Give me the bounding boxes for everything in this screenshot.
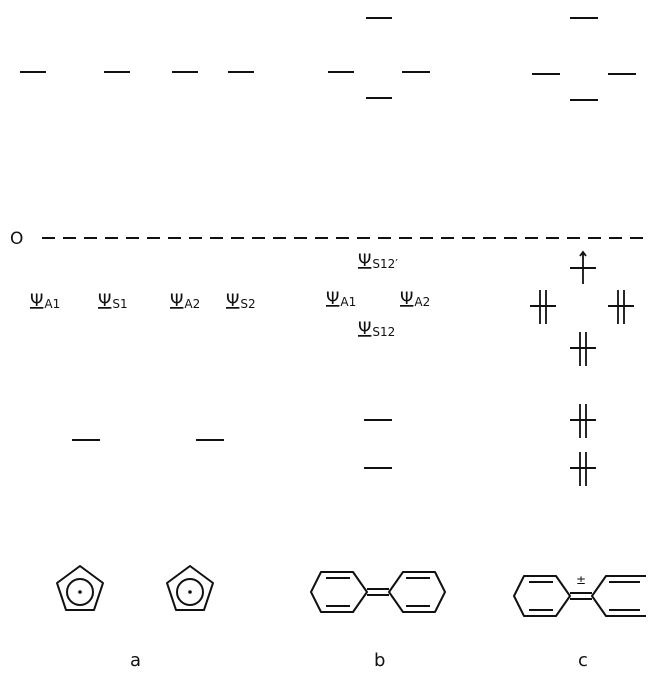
level-c-left-pair: [530, 290, 556, 324]
label-psi-s12: ΨS12: [358, 319, 395, 339]
radical-dot: [188, 590, 192, 594]
column-a-orbital-labels: ΨA1 ΨS1 ΨA2 ΨS2: [30, 291, 256, 311]
column-label-b: b: [374, 650, 385, 671]
cyclopentadienyl-ring-right: [166, 565, 214, 611]
cyclopentadienyl-ring-left: [56, 565, 104, 611]
column-c-occupied-levels: [530, 250, 634, 366]
radical-dot: [78, 590, 82, 594]
column-label-a: a: [130, 650, 141, 671]
label-psi-b-a2: ΨA2: [400, 289, 430, 309]
label-psi-a1: ΨA1: [30, 291, 60, 311]
level-c-middle-pair: [570, 332, 596, 366]
level-c-lower-pair-1: [570, 404, 596, 438]
column-b-lower-levels: [364, 419, 392, 469]
label-psi-a2: ΨA2: [170, 291, 200, 311]
column-b-upper-levels: [328, 17, 430, 99]
zero-energy-label: O: [10, 229, 23, 249]
structure-a: [56, 565, 214, 611]
structure-c: ±: [513, 573, 646, 617]
structure-b: [310, 571, 446, 613]
column-label-c: c: [578, 650, 588, 671]
label-psi-b-a1: ΨA1: [326, 289, 356, 309]
column-b-orbital-labels: ΨS12′ ΨA1 ΨA2 ΨS12: [326, 251, 430, 339]
column-c-upper-levels: [532, 17, 636, 101]
column-c-lower-levels: [570, 404, 596, 486]
charge-symbol: ±: [576, 573, 586, 587]
fulvalene-left-ring: [310, 571, 368, 613]
level-c-single-electron: [570, 250, 596, 284]
fulvalene-right-ring: [388, 571, 446, 613]
label-psi-s2: ΨS2: [226, 291, 256, 311]
label-psi-s12-prime: ΨS12′: [358, 251, 398, 271]
level-c-lower-pair-2: [570, 452, 596, 486]
level-c-right-pair: [608, 290, 634, 324]
fulvalene-ion-left-ring: [513, 575, 571, 617]
fulvalene-ion-right-ring: [591, 575, 646, 617]
label-psi-s1: ΨS1: [98, 291, 128, 311]
